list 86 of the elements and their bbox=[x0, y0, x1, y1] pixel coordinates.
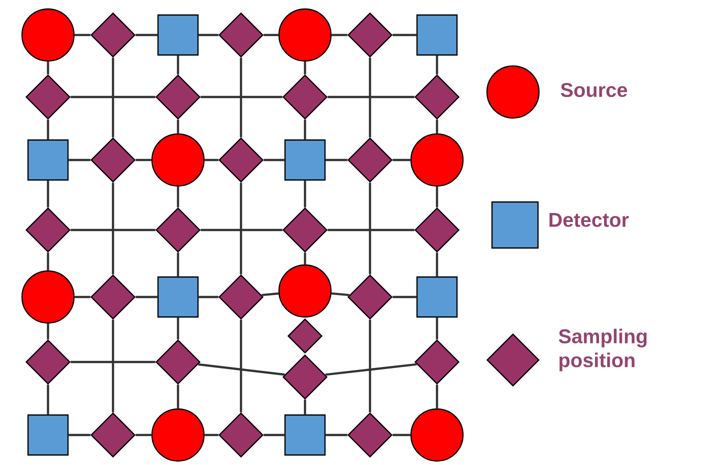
grid-line bbox=[176, 186, 180, 208]
grid-line bbox=[204, 434, 218, 436]
grid-line bbox=[200, 96, 282, 98]
grid-line bbox=[176, 252, 180, 276]
grid-line bbox=[68, 434, 90, 436]
grid-line bbox=[368, 182, 372, 274]
grid-line bbox=[240, 182, 242, 274]
grid-line bbox=[46, 62, 50, 74]
grid-line bbox=[46, 120, 50, 140]
grid-line bbox=[74, 34, 90, 36]
source-circle bbox=[151, 133, 205, 187]
detector-square bbox=[284, 139, 326, 181]
source-circle bbox=[21, 8, 75, 62]
grid-line bbox=[46, 252, 50, 270]
detector-square bbox=[416, 14, 458, 56]
grid-line bbox=[198, 34, 218, 36]
grid-line bbox=[68, 158, 90, 162]
legend-label: Source bbox=[560, 82, 628, 98]
grid-line bbox=[112, 320, 114, 412]
grid-line bbox=[240, 58, 242, 138]
grid-line bbox=[198, 296, 218, 298]
grid-line bbox=[264, 34, 278, 36]
grid-line bbox=[262, 292, 279, 296]
grid-line bbox=[264, 158, 284, 162]
grid-line bbox=[368, 58, 372, 138]
legend-label: Sampling position bbox=[558, 328, 647, 372]
grid-line bbox=[326, 158, 348, 162]
grid-line bbox=[304, 316, 306, 317]
grid-line bbox=[136, 434, 152, 436]
source-circle bbox=[410, 408, 464, 462]
source-circle bbox=[151, 408, 205, 462]
grid-line bbox=[200, 228, 282, 232]
grid-line bbox=[436, 252, 438, 276]
grid-line bbox=[176, 120, 180, 134]
grid-line bbox=[325, 363, 417, 376]
grid-line bbox=[176, 56, 180, 74]
detector-square bbox=[157, 276, 199, 318]
grid-line bbox=[368, 320, 372, 412]
source-circle bbox=[278, 8, 332, 62]
grid-line bbox=[436, 186, 438, 208]
grid-line bbox=[70, 96, 156, 98]
grid-line bbox=[304, 120, 306, 140]
grid-line bbox=[136, 34, 158, 36]
grid-line bbox=[304, 62, 306, 74]
grid-line bbox=[436, 56, 438, 74]
grid-line bbox=[328, 96, 414, 98]
grid-line bbox=[328, 228, 414, 232]
detector-square bbox=[416, 276, 458, 318]
grid-line bbox=[204, 158, 218, 162]
detector-square bbox=[157, 14, 199, 56]
grid-line bbox=[46, 324, 50, 340]
source-circle bbox=[278, 264, 332, 318]
grid-line bbox=[74, 296, 90, 298]
grid-line bbox=[392, 434, 410, 436]
grid-line bbox=[70, 228, 156, 232]
source-circle bbox=[410, 133, 464, 187]
grid-line bbox=[112, 182, 114, 274]
detector-square bbox=[284, 414, 326, 456]
grid-line bbox=[70, 360, 156, 364]
grid-line bbox=[136, 296, 158, 298]
grid-line bbox=[240, 320, 242, 412]
grid-line bbox=[326, 434, 348, 436]
detector-square bbox=[27, 414, 69, 456]
grid-line bbox=[176, 318, 180, 340]
grid-line bbox=[304, 252, 306, 264]
grid-line bbox=[436, 318, 438, 340]
legend-label: Detector bbox=[550, 213, 629, 227]
grid-line bbox=[392, 296, 416, 298]
grid-line bbox=[136, 158, 152, 162]
grid-line bbox=[176, 384, 180, 408]
grid-line bbox=[112, 58, 114, 138]
grid-line bbox=[46, 384, 50, 414]
grid-line bbox=[264, 434, 284, 436]
detector-square bbox=[27, 139, 69, 181]
grid-line bbox=[304, 180, 306, 208]
grid-line bbox=[304, 400, 306, 414]
grid-line bbox=[436, 384, 438, 408]
grid-line bbox=[331, 292, 350, 296]
grid-line bbox=[332, 34, 348, 36]
grid-line bbox=[46, 180, 50, 208]
grid-line bbox=[198, 363, 285, 376]
grid-line bbox=[392, 34, 416, 36]
grid-line bbox=[304, 352, 306, 353]
source-circle bbox=[21, 270, 75, 324]
grid-line bbox=[392, 158, 410, 162]
grid-line bbox=[436, 120, 438, 134]
